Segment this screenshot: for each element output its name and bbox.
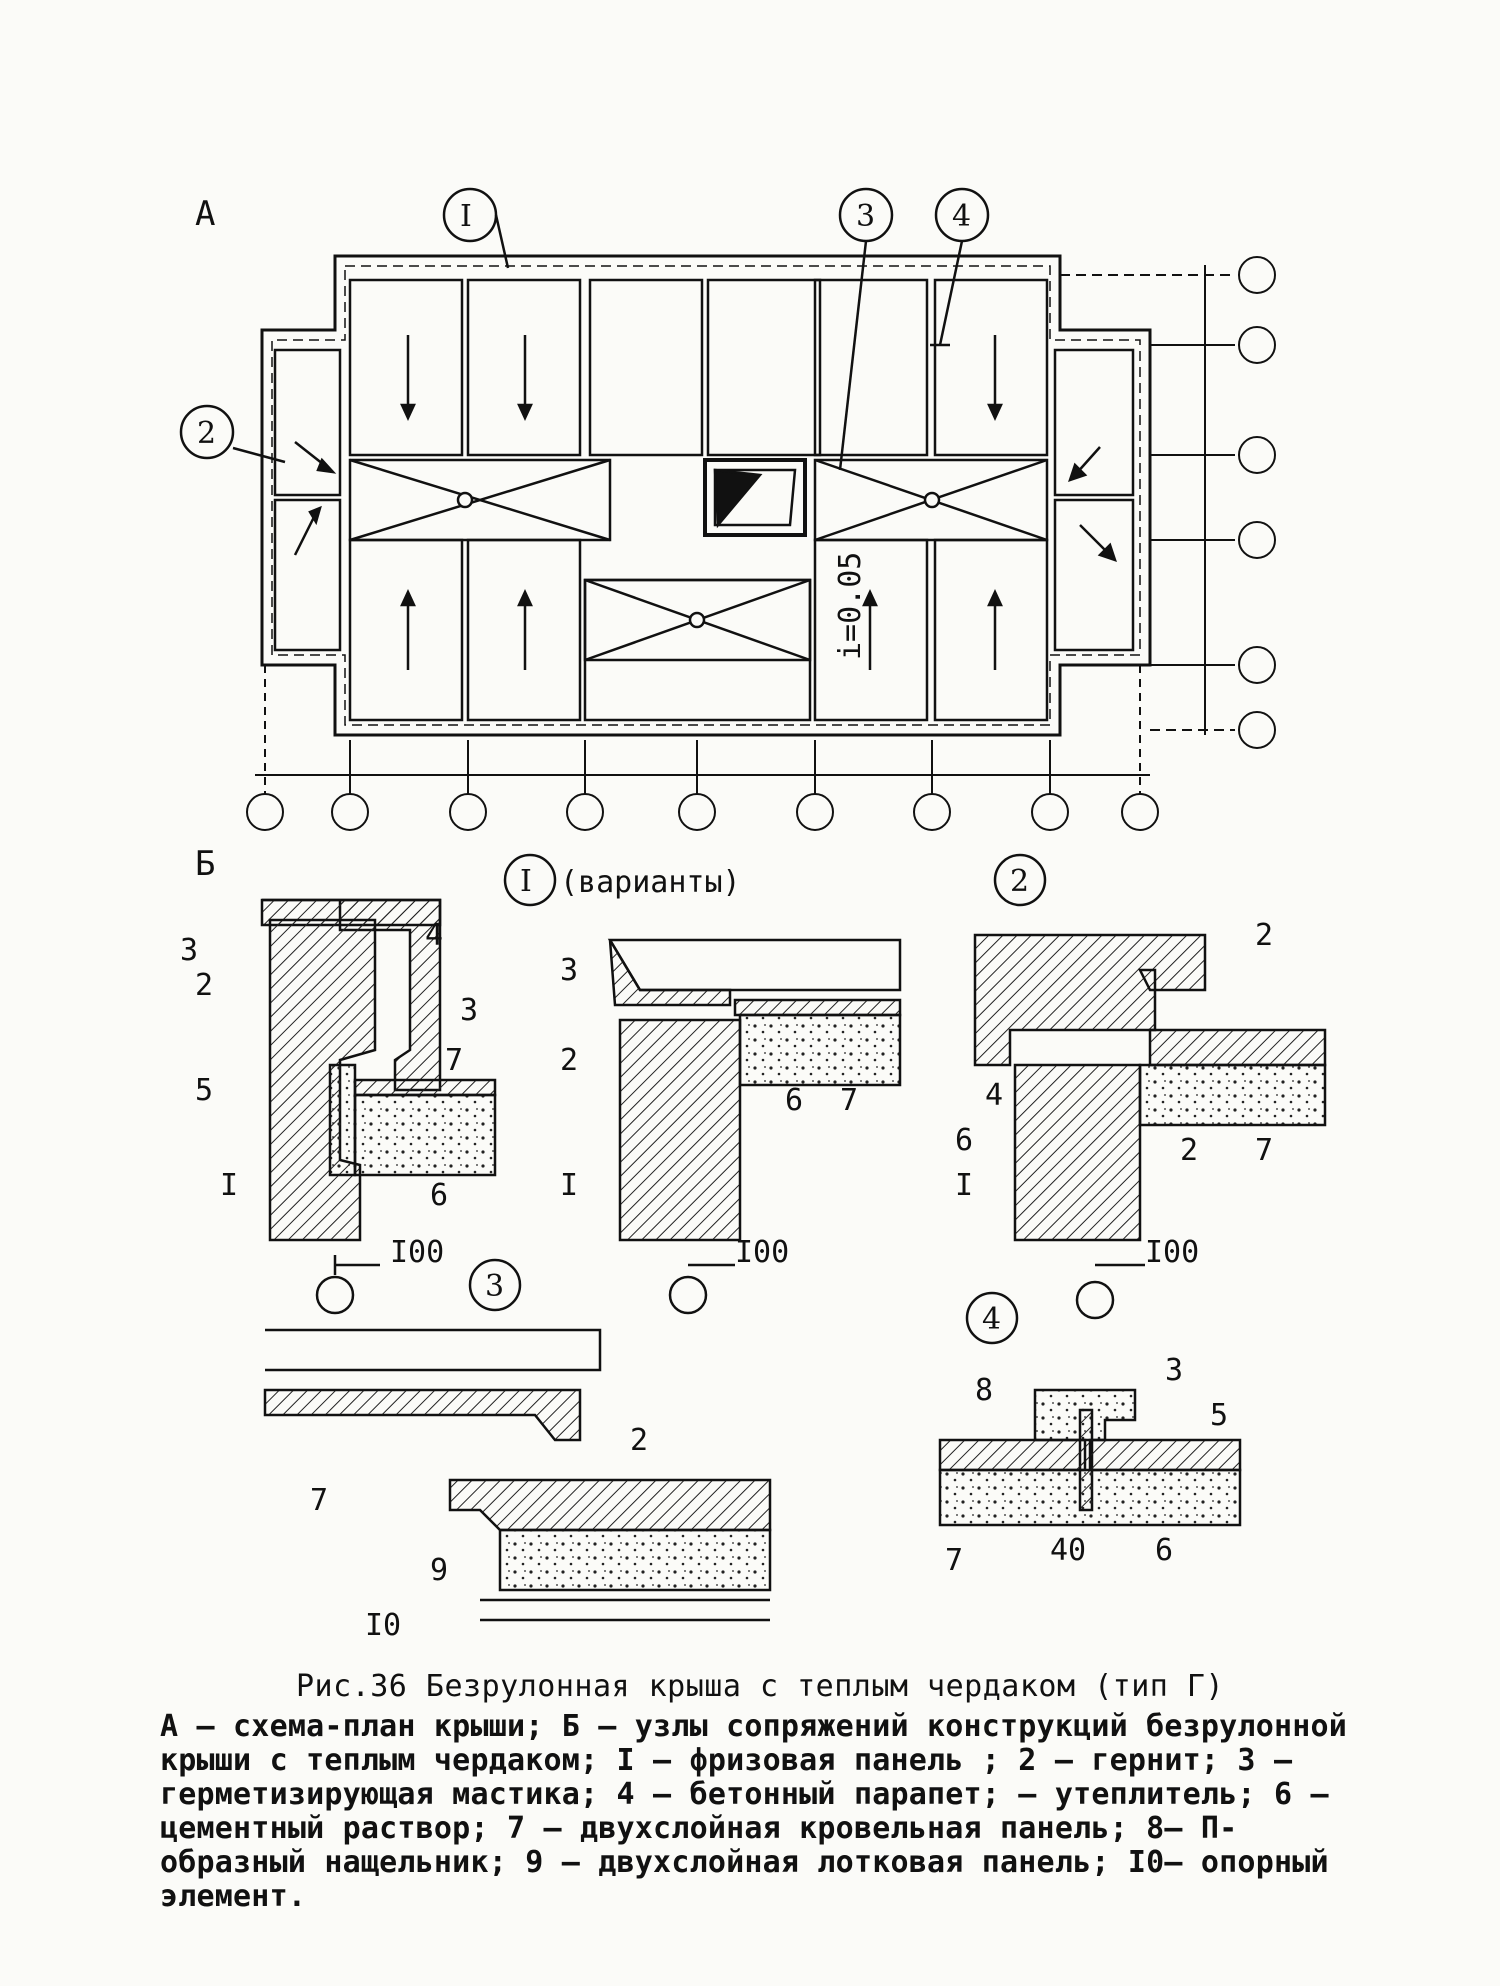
- detail-2: 2 4 6 I 2 7 I00: [955, 918, 1327, 1320]
- svg-text:2: 2: [1010, 864, 1029, 899]
- gutter-right: [813, 458, 1049, 542]
- svg-text:4: 4: [982, 1302, 1001, 1337]
- detail-1-title: I (варианты): [503, 853, 741, 907]
- axis-grid-bottom: [246, 665, 1159, 831]
- svg-text:2: 2: [1180, 1133, 1198, 1168]
- svg-text:4: 4: [425, 918, 443, 953]
- detail-1a: 3 2 4 3 7 5 I 6 I00: [180, 898, 497, 1315]
- detail-3: 3 2 7 9 I0: [263, 1258, 772, 1643]
- section-b-letter: Б: [195, 844, 215, 884]
- plan-panels-top: [348, 278, 1049, 457]
- caption-title: Рис.36 Безрулонная крыша с теплым чердак…: [295, 1669, 1225, 1704]
- detail-1b: 3 2 6 7 I I00: [560, 938, 902, 1315]
- svg-text:5: 5: [195, 1073, 213, 1108]
- detail-4: 4 8 3 5 7 6 40: [938, 1291, 1242, 1578]
- svg-text:2: 2: [560, 1043, 578, 1078]
- svg-text:(варианты): (варианты): [560, 865, 741, 900]
- svg-text:I: I: [955, 1168, 973, 1203]
- svg-text:6: 6: [955, 1123, 973, 1158]
- plan-scheme: А: [179, 187, 1276, 831]
- axis-grid-right: [1060, 256, 1276, 749]
- svg-text:4: 4: [985, 1078, 1003, 1113]
- svg-text:2: 2: [1255, 918, 1273, 953]
- svg-text:7: 7: [310, 1483, 328, 1518]
- slope-label: i=0.05: [833, 552, 868, 660]
- svg-text:2: 2: [630, 1423, 648, 1458]
- gutter-center: [583, 578, 812, 662]
- figure-caption: Рис.36 Безрулонная крыша с теплым чердак…: [160, 1670, 1360, 1914]
- svg-text:7: 7: [445, 1043, 463, 1078]
- svg-text:7: 7: [1255, 1133, 1273, 1168]
- plan-marker-2: 2: [179, 404, 286, 464]
- svg-text:2: 2: [197, 416, 216, 451]
- svg-text:9: 9: [430, 1553, 448, 1588]
- svg-text:I: I: [460, 199, 472, 234]
- svg-text:2: 2: [195, 968, 213, 1003]
- svg-text:3: 3: [485, 1269, 504, 1304]
- svg-text:3: 3: [856, 199, 875, 234]
- svg-text:6: 6: [1155, 1533, 1173, 1568]
- ventilation-shaft: [703, 458, 807, 537]
- svg-text:3: 3: [1165, 1353, 1183, 1388]
- svg-text:I00: I00: [1145, 1235, 1199, 1270]
- svg-text:I: I: [560, 1168, 578, 1203]
- slope-arrows: [293, 335, 1117, 670]
- svg-text:4: 4: [952, 199, 971, 234]
- svg-text:8: 8: [975, 1373, 993, 1408]
- svg-text:3: 3: [460, 993, 478, 1028]
- detail-2-title: 2: [993, 853, 1047, 907]
- svg-text:7: 7: [945, 1543, 963, 1578]
- svg-text:I: I: [520, 864, 532, 899]
- svg-text:I0: I0: [365, 1608, 401, 1643]
- plan-marker-4: 4: [930, 187, 990, 347]
- svg-text:I: I: [220, 1168, 238, 1203]
- svg-text:40: 40: [1050, 1533, 1086, 1568]
- svg-text:6: 6: [785, 1083, 803, 1118]
- svg-text:6: 6: [430, 1178, 448, 1213]
- svg-text:5: 5: [1210, 1398, 1228, 1433]
- svg-text:3: 3: [180, 933, 198, 968]
- plan-panels-bottom: [348, 538, 1049, 722]
- plan-marker-3: 3: [838, 187, 894, 471]
- svg-text:I00: I00: [390, 1235, 444, 1270]
- svg-text:3: 3: [560, 953, 578, 988]
- plan-marker-1: I: [442, 187, 510, 269]
- svg-text:I00: I00: [735, 1235, 789, 1270]
- svg-text:7: 7: [840, 1083, 858, 1118]
- gutter-left: [348, 458, 612, 542]
- caption-text: А – схема-план крыши; Б – узлы сопряжени…: [160, 1709, 1347, 1914]
- section-a-letter: А: [195, 194, 215, 234]
